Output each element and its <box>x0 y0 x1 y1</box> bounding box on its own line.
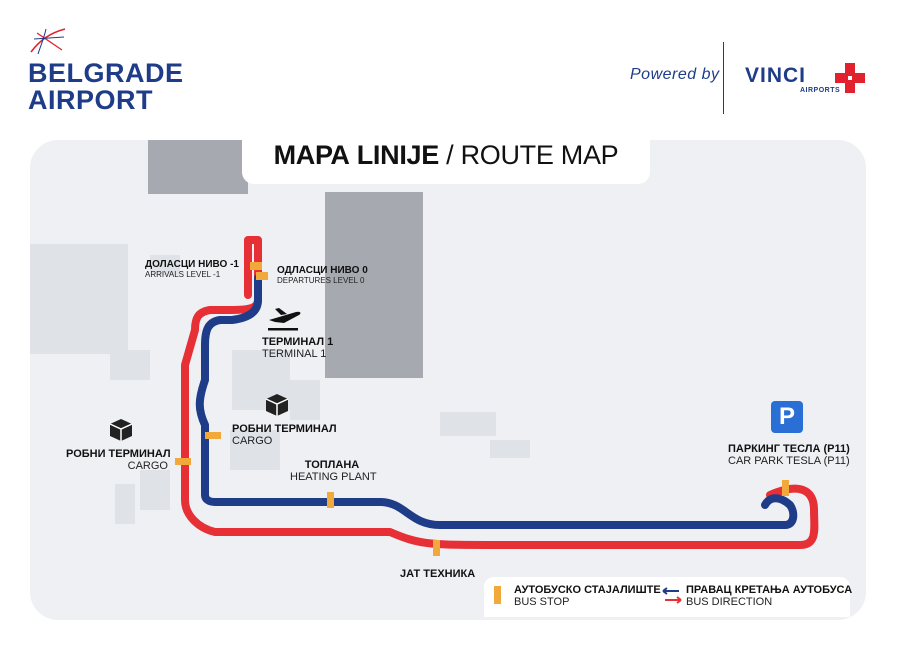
airport-logo-icon <box>30 28 66 55</box>
title-box: МАРА LINIJE / ROUTE MAP <box>242 130 650 184</box>
legend <box>484 577 850 617</box>
stop-label-cargo-outer: РОБНИ ТЕРМИНАЛ CARGO <box>66 448 171 472</box>
stop-cargo-outer <box>175 458 191 465</box>
airplane-icon <box>268 308 301 331</box>
stop-label-heating: ТОПЛАНА HEATING PLANT <box>290 459 377 483</box>
terminal-buildings <box>148 140 423 378</box>
parking-icon: P <box>771 401 803 433</box>
powered-by-text: Powered by <box>630 66 720 83</box>
bus-direction-arrows-icon <box>662 587 682 604</box>
map-title-rest: / ROUTE MAP <box>438 140 619 170</box>
logo-line2: AIRPORT <box>28 85 153 115</box>
stop-label-jat: ЈАТ ТЕХНИКА <box>400 568 476 580</box>
legend-direction-label: ПРАВАЦ КРЕТАЊА АУТОБУСА BUS DIRECTION <box>686 584 853 608</box>
legend-stop-swatch <box>494 586 501 604</box>
partner-logo-text: VINCI <box>745 64 807 87</box>
red-route-line <box>181 236 819 549</box>
stop-label-cargo-inner: РОБНИ ТЕРМИНАЛ CARGO <box>232 423 337 447</box>
partner-logo-sub: AIRPORTS <box>800 87 841 94</box>
blue-route-line <box>195 274 798 529</box>
stop-heating <box>327 492 334 508</box>
stop-label-departures: ОДЛАСЦИ НИВО 0 DEPARTURES LEVEL 0 <box>277 265 368 285</box>
airport-logo: BELGRADE AIRPORT <box>28 60 184 114</box>
stop-cargo-inner <box>205 432 221 439</box>
legend-stop-label: АУТОБУСКО СТАЈАЛИШТЕ BUS STOP <box>514 584 661 608</box>
stop-departures <box>256 272 268 280</box>
minor-buildings <box>30 244 530 524</box>
cargo-box-icon <box>109 419 133 441</box>
stop-label-arrivals: ДОЛАСЦИ НИВО -1 ARRIVALS LEVEL -1 <box>145 259 239 279</box>
map-title-bold: МАРА LINIJE <box>273 140 440 170</box>
stop-carpark <box>782 480 789 496</box>
stop-arrivals <box>250 262 262 270</box>
header-divider <box>723 42 724 114</box>
stop-label-carpark: ПАРКИНГ ТЕСЛА (P11) CAR PARK TESLA (P11) <box>728 443 850 467</box>
stop-jat <box>433 540 440 556</box>
map-title: МАРА LINIJE / ROUTE MAP <box>242 130 650 180</box>
bus-stops <box>175 262 789 556</box>
cargo-box-icon <box>265 394 289 416</box>
stop-label-terminal1: ТЕРМИНАЛ 1 TERMINAL 1 <box>262 336 334 360</box>
logo-line1: BELGRADE <box>28 58 184 88</box>
vinci-cross-icon <box>835 63 865 93</box>
